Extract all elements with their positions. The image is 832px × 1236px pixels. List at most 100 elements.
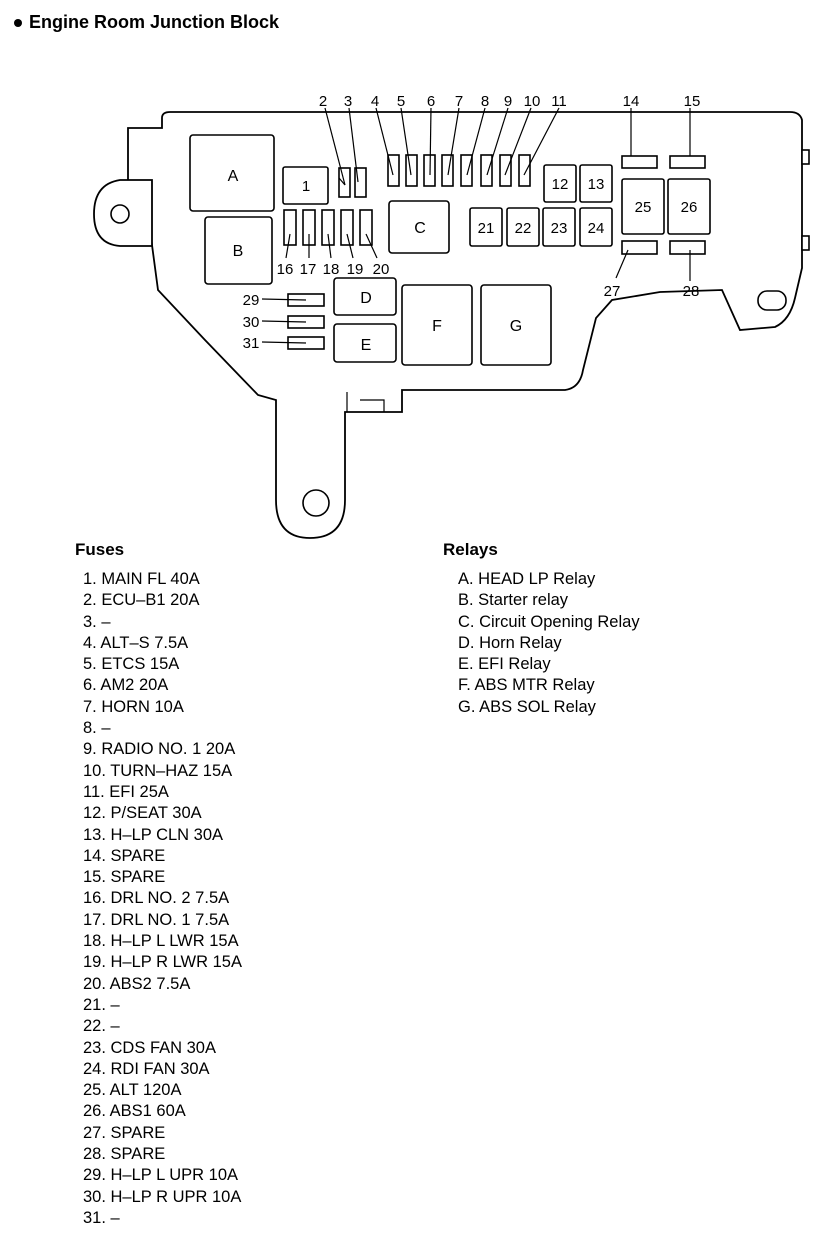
relay-c-label: C — [414, 220, 426, 237]
fuse-16 — [283, 209, 297, 259]
fuse-22: 22 — [506, 207, 540, 247]
fuse-list-item: 19. H–LP R LWR 15A — [83, 953, 242, 972]
fuse-31 — [261, 336, 325, 350]
callout-16: 16 — [277, 261, 294, 278]
bullet-icon — [14, 18, 22, 27]
fuse-list-item: 18. H–LP L LWR 15A — [83, 932, 239, 951]
fuse-list-item: 11. EFI 25A — [83, 782, 169, 801]
fuse-list-item: 6. AM2 20A — [83, 676, 169, 695]
callout-6: 6 — [427, 93, 435, 110]
callout-labels: 2 3 4 5 6 7 8 9 10 11 14 15 16 17 18 19 … — [243, 93, 701, 352]
callout-9: 9 — [504, 93, 512, 110]
fuse-12: 12 — [543, 164, 577, 203]
fuse-list-item: 10. TURN–HAZ 15A — [83, 761, 233, 780]
fuse-7 — [441, 107, 460, 187]
fuse-list-item: 26. ABS1 60A — [83, 1102, 186, 1121]
fuse-list-item: 17. DRL NO. 1 7.5A — [83, 910, 230, 929]
callout-7: 7 — [455, 93, 463, 110]
fuse-list-item: 27. SPARE — [83, 1123, 166, 1142]
fuse-23-label: 23 — [551, 220, 568, 237]
fuse-list-item: 15. SPARE — [83, 868, 166, 887]
callout-31: 31 — [243, 335, 260, 352]
fuse-5 — [400, 107, 418, 187]
relay-b-label: B — [233, 243, 244, 260]
relay-a-label: A — [228, 168, 239, 185]
fuse-10 — [499, 107, 532, 187]
fuse-3 — [348, 107, 367, 198]
callout-17: 17 — [300, 261, 317, 278]
fuse-9 — [480, 107, 509, 187]
fuse-21-label: 21 — [478, 220, 495, 237]
relay-d-label: D — [360, 290, 372, 307]
fuse-6 — [423, 107, 436, 187]
fuse-30 — [261, 315, 325, 329]
fuse-21: 21 — [469, 207, 503, 247]
fuse-list-item: 7. HORN 10A — [83, 697, 184, 716]
fuse-list-item: 2. ECU–B1 20A — [83, 591, 200, 610]
fuse-list-item: 29. H–LP L UPR 10A — [83, 1166, 239, 1185]
relay-b: B — [204, 216, 273, 285]
callout-11: 11 — [551, 93, 567, 110]
fuse-4 — [375, 107, 400, 187]
callout-8: 8 — [481, 93, 489, 110]
fuse-list-item: 30. H–LP R UPR 10A — [83, 1187, 242, 1206]
fuse-list-item: 25. ALT 120A — [83, 1081, 182, 1100]
fuse-28 — [669, 240, 706, 281]
fuse-list-item: 13. H–LP CLN 30A — [83, 825, 224, 844]
relay-e-label: E — [361, 337, 372, 354]
callout-3: 3 — [344, 93, 352, 110]
callout-10: 10 — [524, 93, 541, 110]
fuse-1-label: 1 — [302, 178, 310, 195]
fuse-list-item: 8. – — [83, 719, 111, 738]
fuse-11 — [518, 107, 560, 187]
fuse-13: 13 — [579, 164, 613, 203]
fuse-list-item: 1. MAIN FL 40A — [83, 570, 200, 588]
fuse-25-label: 25 — [635, 199, 652, 216]
fuse-8 — [460, 107, 486, 187]
relay-f-label: F — [432, 318, 442, 335]
callout-18: 18 — [323, 261, 340, 278]
fuses-heading: Fuses — [75, 540, 125, 559]
fuse-12-label: 12 — [552, 176, 569, 193]
fuse-list-item: 20. ABS2 7.5A — [83, 974, 191, 993]
relay-c: C — [388, 200, 450, 254]
callout-15: 15 — [684, 93, 701, 110]
callout-27: 27 — [604, 283, 621, 300]
fuse-20 — [359, 209, 378, 259]
fuse-list-item: 23. CDS FAN 30A — [83, 1038, 216, 1057]
relays-heading: Relays — [443, 540, 498, 559]
callout-14: 14 — [623, 93, 640, 110]
callout-30: 30 — [243, 314, 260, 331]
relay-list-item: B. Starter relay — [458, 591, 569, 610]
fuse-list-item: 31. – — [83, 1208, 120, 1227]
relay-f: F — [401, 284, 473, 366]
relay-a: A — [189, 134, 275, 212]
relay-d: D — [333, 277, 397, 316]
fuse-1: 1 — [282, 166, 329, 205]
fuse-list-item: 14. SPARE — [83, 846, 166, 865]
fuse-list-item: 16. DRL NO. 2 7.5A — [83, 889, 230, 908]
fuse-27 — [615, 240, 658, 279]
fuse-list-item: 9. RADIO NO. 1 20A — [83, 740, 236, 759]
fuse-24: 24 — [579, 207, 613, 247]
callout-4: 4 — [371, 93, 379, 110]
relay-list-item: G. ABS SOL Relay — [458, 697, 596, 716]
fuse-2 — [324, 107, 351, 198]
relay-list-item: C. Circuit Opening Relay — [458, 612, 640, 631]
page-title: Engine Room Junction Block — [29, 12, 280, 32]
title-row: Engine Room Junction Block — [14, 12, 279, 33]
relay-g-label: G — [510, 318, 522, 335]
relay-list-item: D. Horn Relay — [458, 633, 562, 652]
callout-5: 5 — [397, 93, 405, 110]
relay-g: G — [480, 284, 552, 366]
fuse-list-item: 24. RDI FAN 30A — [83, 1059, 210, 1078]
fuse-29 — [261, 293, 325, 307]
fuse-26: 26 — [667, 178, 711, 235]
fuse-24-label: 24 — [588, 220, 605, 237]
callout-19: 19 — [347, 261, 364, 278]
fuse-list-item: 4. ALT–S 7.5A — [83, 633, 189, 652]
fuse-list-item: 12. P/SEAT 30A — [83, 804, 202, 823]
fuse-14 — [621, 108, 658, 169]
fuse-17 — [302, 209, 316, 258]
